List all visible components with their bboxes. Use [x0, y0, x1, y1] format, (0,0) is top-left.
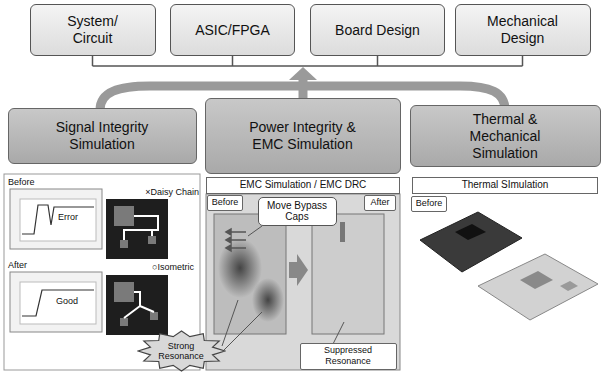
state-tag: After	[364, 195, 396, 211]
node-text: System/ Circuit	[49, 13, 137, 47]
chip	[114, 282, 134, 302]
chart-plot	[20, 282, 96, 324]
emc-panel	[206, 194, 400, 370]
waveform	[22, 205, 94, 234]
cap-arrow-head	[226, 245, 231, 251]
node-text: Board Design	[335, 22, 420, 39]
result-tag: Suppressed Resonance	[300, 343, 397, 370]
chip	[120, 240, 128, 248]
simulation-box: Thermal & Mechanical Simulation	[410, 105, 601, 167]
node-text: Thermal & Mechanical Simulation	[441, 111, 570, 162]
cap-arrow-head	[226, 237, 231, 243]
thermal-panel	[420, 212, 598, 320]
waveform	[22, 290, 94, 316]
node-text: Suppressed Resonance	[304, 345, 393, 367]
node-text: After	[370, 197, 389, 208]
node-text: Thermal SImulation	[462, 179, 549, 191]
pcb-image	[106, 199, 168, 259]
hot-chip	[455, 224, 486, 240]
cap-arrow	[230, 239, 246, 241]
panel-frame	[206, 194, 400, 370]
cap-arrow	[230, 231, 246, 233]
node-text: Signal Integrity Simulation	[39, 119, 166, 153]
arrow-head	[289, 67, 317, 80]
leader-line	[222, 312, 262, 352]
chip	[114, 206, 134, 226]
design-box: ASIC/FPGA	[170, 4, 295, 56]
chip	[150, 312, 158, 320]
node-text: ASIC/FPGA	[195, 22, 270, 39]
pcb-image	[106, 275, 168, 335]
chart-window	[10, 189, 102, 249]
leader-line	[248, 226, 262, 236]
node-text: Before	[416, 198, 443, 209]
node-text: Before	[212, 197, 239, 208]
design-box: Mechanical Design	[455, 4, 591, 56]
burst-shape	[138, 331, 225, 371]
transition-arrow	[289, 254, 308, 286]
state-label: After	[8, 260, 27, 271]
node-text: Move Bypass Caps	[264, 200, 331, 222]
chart-note: Good	[56, 296, 78, 307]
daisy-trace	[124, 216, 158, 240]
state-label: Before	[8, 177, 35, 188]
node-text: Power Integrity & EMC Simulation	[246, 119, 360, 153]
simulation-box: Power Integrity & EMC Simulation	[205, 98, 401, 174]
design-box: System/ Circuit	[30, 4, 156, 56]
resonance-spot	[252, 278, 284, 322]
simulation-box: Signal Integrity Simulation	[8, 108, 197, 164]
arrow-shaft	[299, 79, 308, 100]
isometric-trace	[124, 292, 154, 318]
chip	[148, 236, 156, 244]
node-text: EMC Simulation / EMC DRC	[240, 179, 367, 191]
board-after	[478, 254, 598, 320]
node-text: Mechanical Design	[480, 13, 566, 47]
cool-chip	[520, 271, 553, 289]
node-text: Strong Resonance	[153, 341, 210, 361]
callout-box: Move Bypass Caps	[258, 197, 337, 226]
chip	[120, 318, 128, 326]
state-tag: Before	[207, 195, 243, 211]
chart-note: Error	[58, 212, 78, 223]
routing-label: ×Daisy Chain	[145, 187, 199, 198]
cap-arrow	[230, 247, 246, 249]
bus-line	[93, 56, 523, 66]
chart-window	[10, 272, 102, 332]
board-before	[420, 212, 522, 272]
heatmap-before	[214, 214, 286, 334]
design-box: Board Design	[310, 4, 445, 56]
cap-arrows	[226, 229, 246, 251]
heatmap-after	[312, 214, 384, 334]
design-bus	[93, 56, 523, 66]
chart-plot	[20, 199, 96, 241]
heatsink	[560, 281, 578, 291]
routing-label: ○Isometric	[152, 262, 194, 273]
bypass-cap	[340, 222, 345, 242]
panel-header: EMC Simulation / EMC DRC	[206, 177, 400, 194]
panel-header: Thermal SImulation	[412, 177, 598, 194]
cap-arrow-head	[226, 229, 231, 235]
state-tag: Before	[411, 196, 447, 212]
resonance-burst: Strong Resonance	[137, 330, 226, 372]
